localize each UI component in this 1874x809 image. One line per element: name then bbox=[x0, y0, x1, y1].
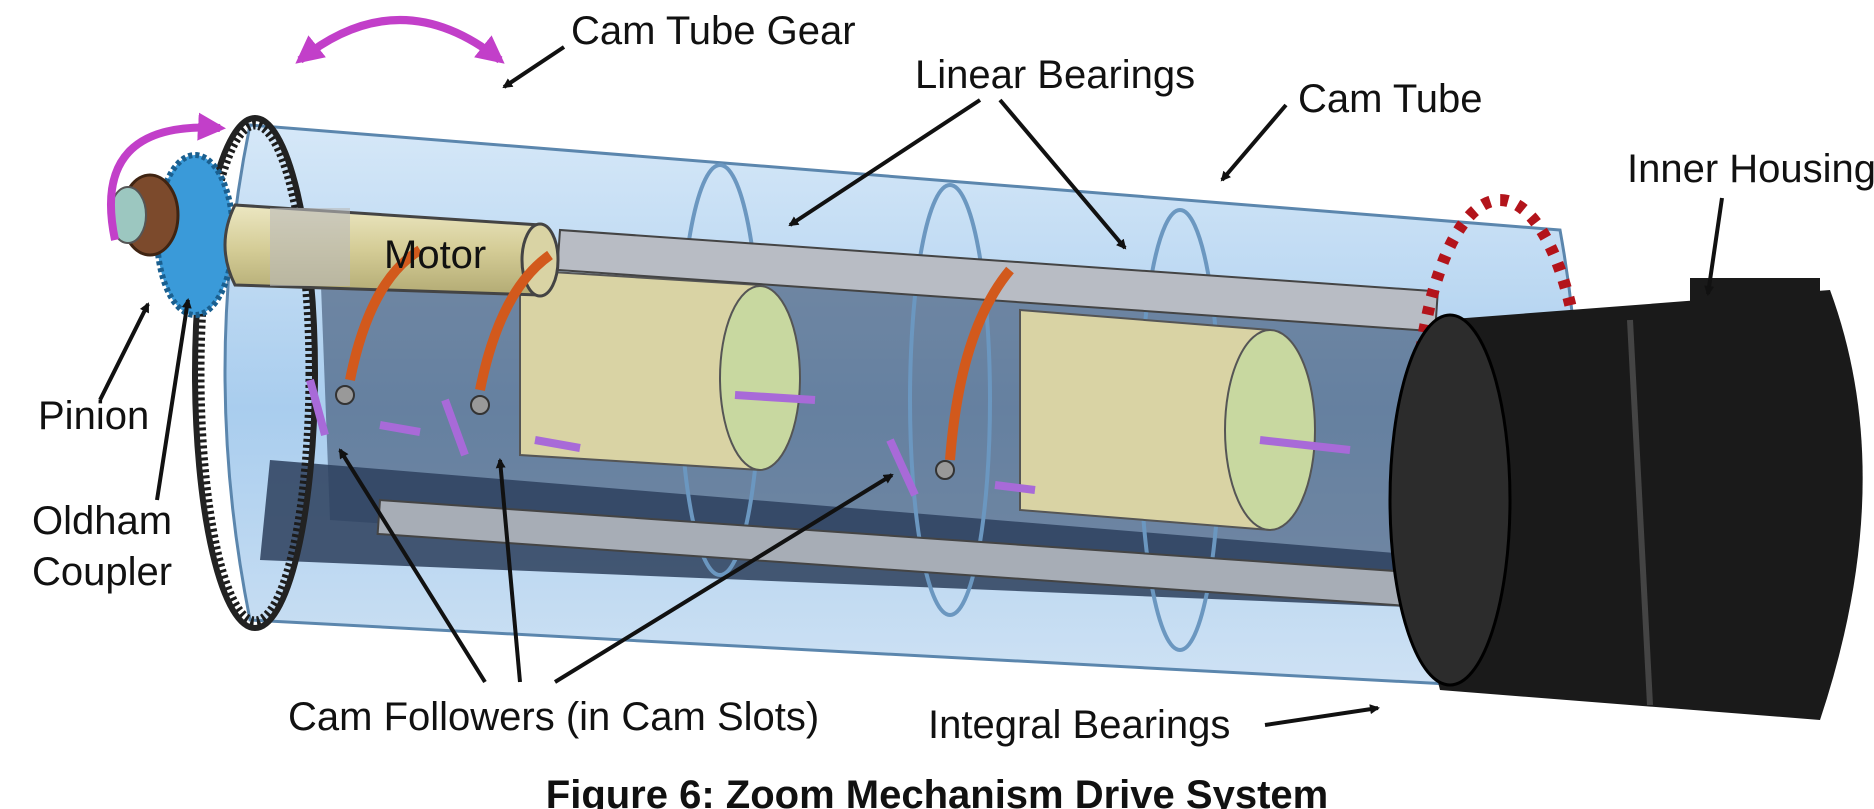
label-oldham-coupler-line1: Oldham bbox=[32, 499, 172, 543]
label-motor: Motor bbox=[384, 233, 486, 277]
cam-tube-gear bbox=[192, 115, 318, 631]
cam-tube-body bbox=[195, 120, 1582, 692]
label-cam-followers: Cam Followers (in Cam Slots) bbox=[288, 695, 819, 739]
label-inner-housing: Inner Housing bbox=[1627, 147, 1874, 191]
label-linear-bearings: Linear Bearings bbox=[915, 53, 1195, 97]
label-cam-tube-gear: Cam Tube Gear bbox=[571, 9, 856, 53]
motion-arrows bbox=[306, 378, 1351, 497]
leader-lines bbox=[98, 45, 1724, 727]
label-cam-tube: Cam Tube bbox=[1298, 77, 1483, 121]
rotation-arrows bbox=[107, 16, 505, 241]
motor-body bbox=[223, 203, 560, 298]
cam-followers bbox=[335, 245, 1014, 480]
oldham-coupler bbox=[109, 173, 180, 257]
label-oldham-coupler-line2: Coupler bbox=[32, 550, 172, 594]
inner-housing bbox=[1388, 278, 1863, 720]
label-pinion: Pinion bbox=[38, 394, 149, 438]
label-integral-bearings: Integral Bearings bbox=[928, 703, 1230, 747]
figure-caption: Figure 6: Zoom Mechanism Drive System bbox=[546, 773, 1328, 809]
